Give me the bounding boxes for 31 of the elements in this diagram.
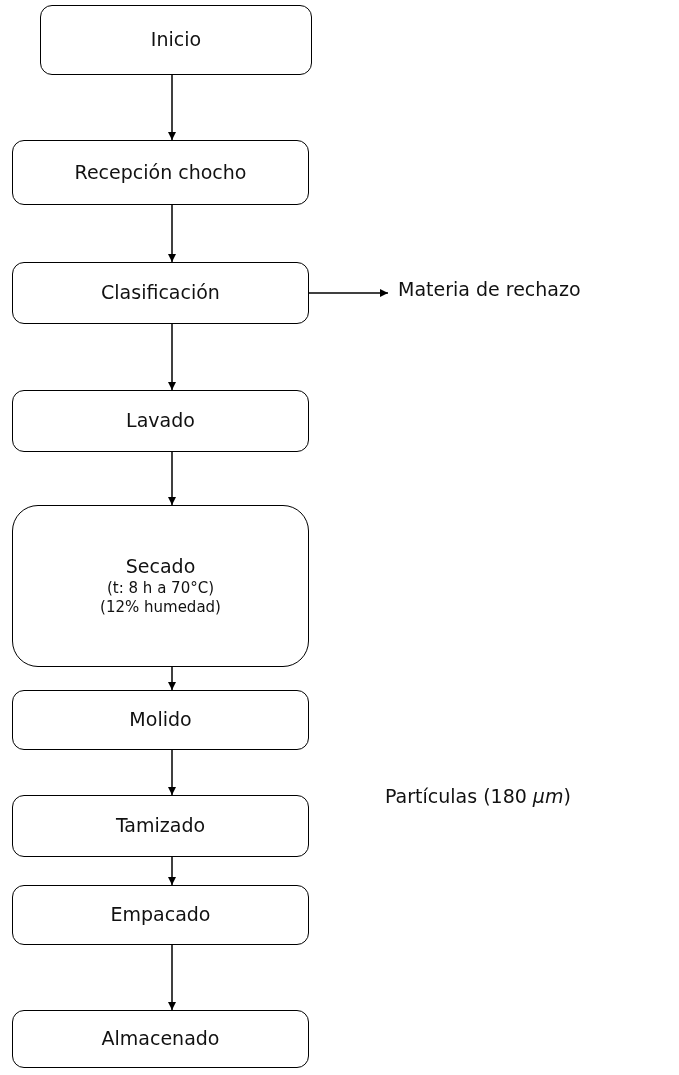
step-label: Secado <box>125 555 196 580</box>
step-note: (t: 8 h a 70°C) <box>107 579 214 598</box>
process-box <box>40 5 312 75</box>
process-box <box>12 390 309 452</box>
note-label: Partículas (180 μm) <box>385 785 571 807</box>
arrow <box>168 74 176 141</box>
arrow <box>168 856 176 886</box>
step-label: Recepción chocho <box>74 160 247 185</box>
output-label: Materia de rechazo <box>398 278 581 302</box>
arrow <box>168 944 176 1011</box>
step-label: Empacado <box>110 903 211 927</box>
arrow <box>168 451 176 506</box>
step-note: (12% humedad) <box>100 597 221 617</box>
process-box <box>12 690 309 750</box>
arrow <box>168 323 176 391</box>
process-box <box>12 505 309 667</box>
process-box <box>12 262 309 324</box>
step-label: Lavado <box>126 409 195 433</box>
process-box <box>12 140 309 205</box>
step-label: Almacenado <box>101 1027 220 1051</box>
process-box <box>12 885 309 945</box>
step-label: Tamizado <box>115 814 206 838</box>
process-box <box>12 795 309 857</box>
step-label: Molido <box>129 708 192 732</box>
arrow <box>168 749 176 796</box>
arrow <box>168 204 176 263</box>
step-label: Clasificación <box>101 281 220 305</box>
process-box <box>12 1010 309 1068</box>
arrow <box>308 289 389 297</box>
arrow <box>168 666 176 691</box>
step-label: Inicio <box>150 28 202 52</box>
